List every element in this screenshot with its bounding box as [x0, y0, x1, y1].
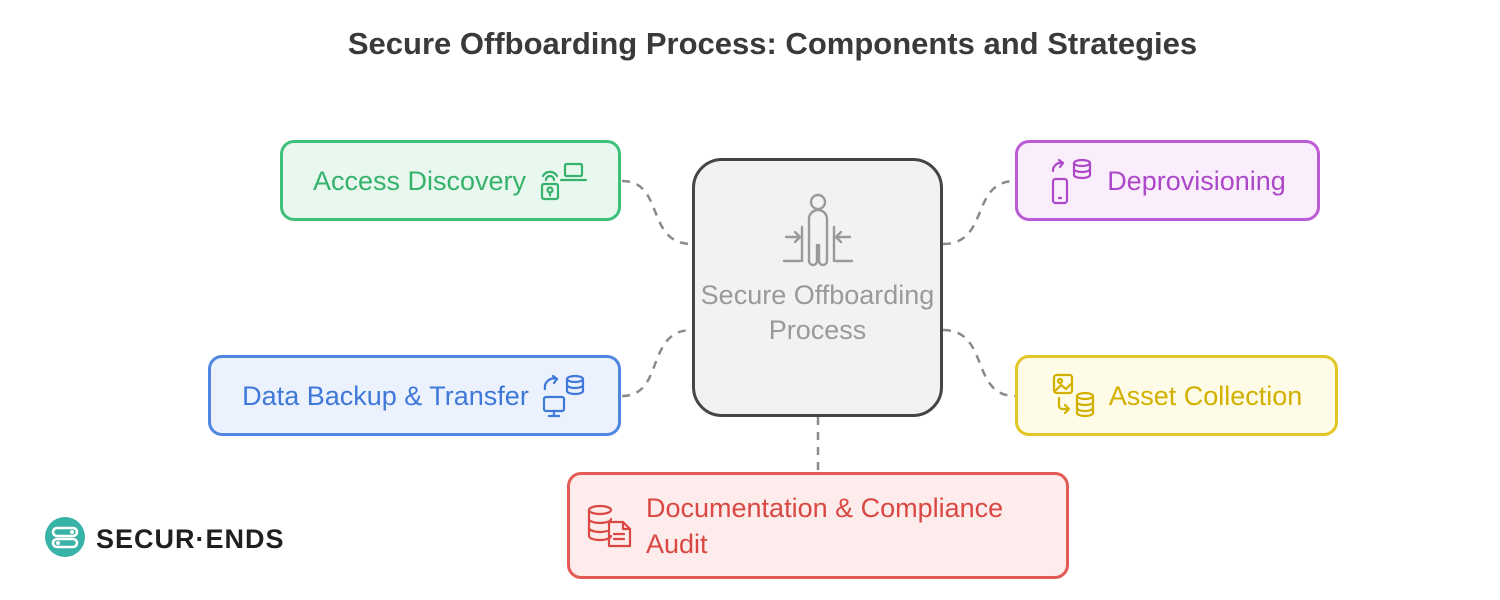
database-document-icon: [586, 502, 634, 550]
center-node-secure-offboarding: Secure Offboarding Process: [692, 158, 943, 417]
connector-asset-collection: [942, 328, 1016, 398]
node-deprovisioning: Deprovisioning: [1015, 140, 1320, 221]
node-deprovisioning-label: Deprovisioning: [1107, 165, 1286, 196]
connector-deprovisioning: [942, 179, 1016, 246]
center-node-label: Secure Offboarding Process: [700, 280, 935, 345]
diagram-title: Secure Offboarding Process: Components a…: [347, 26, 1198, 61]
person-arrows-icon: [780, 193, 856, 274]
node-data-backup-label: Data Backup & Transfer: [242, 380, 529, 411]
node-access-discovery-label: Access Discovery: [312, 165, 527, 196]
connector-data-backup: [621, 328, 693, 398]
node-data-backup-transfer: Data Backup & Transfer: [208, 355, 621, 436]
securends-logo-icon: [44, 516, 86, 563]
phone-database-sync-icon: [1049, 157, 1095, 205]
image-database-icon: [1051, 372, 1097, 420]
securends-logo-text: SECUR·ENDS: [96, 524, 285, 554]
lock-wifi-laptop-icon: [538, 160, 588, 202]
node-documentation-label: Documentation & Compliance Audit: [646, 492, 1004, 559]
node-access-discovery: Access Discovery: [280, 140, 621, 221]
connector-access-discovery: [621, 179, 693, 246]
node-documentation-compliance-audit: Documentation & Compliance Audit: [567, 472, 1069, 579]
node-asset-collection-label: Asset Collection: [1108, 380, 1303, 411]
monitor-database-transfer-icon: [541, 373, 587, 419]
node-asset-collection: Asset Collection: [1015, 355, 1338, 436]
securends-logo: SECUR·ENDS: [44, 516, 285, 563]
